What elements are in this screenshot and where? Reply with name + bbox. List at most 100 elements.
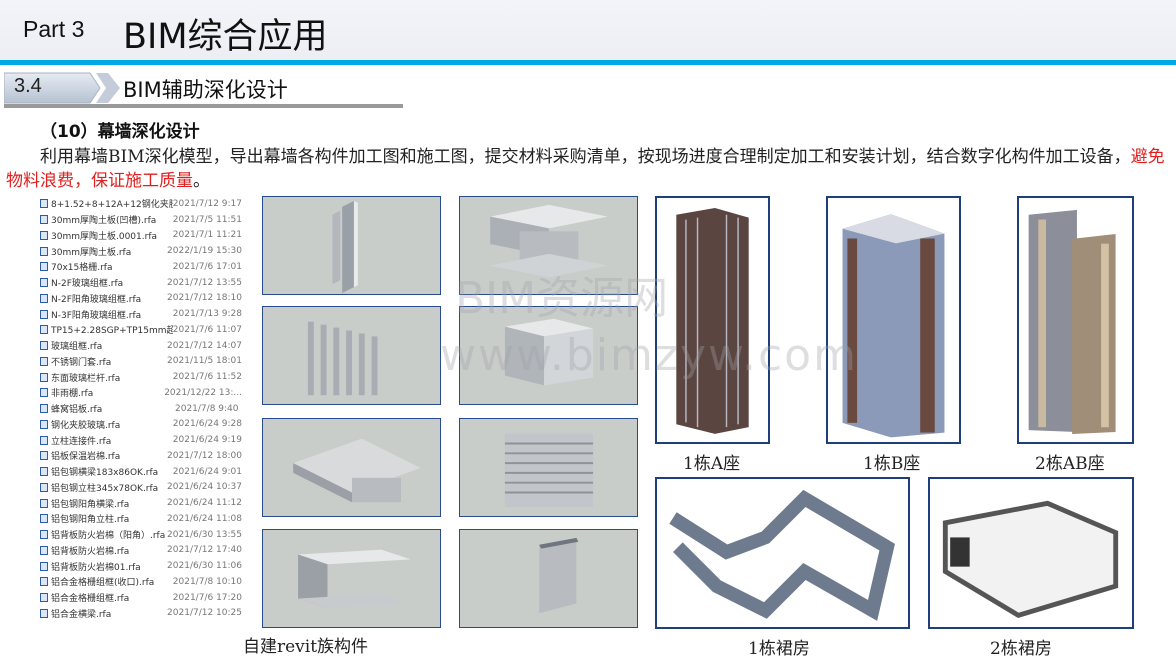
rfa-file-icon [40,577,48,587]
component-thumbnail-channel [459,196,638,295]
rfa-file-icon [40,608,48,618]
file-date: 2021/6/30 11:06 [167,561,242,572]
file-date: 2021/7/6 17:01 [172,261,242,272]
podium-1-caption: 1栋裙房 [748,639,810,659]
file-date: 2021/7/8 9:40 [175,403,239,414]
section-number: 3.4 [14,75,42,97]
description-paragraph: 利用幕墙BIM深化模型，导出幕墙各构件加工图和施工图，提交材料采购清单，按现场进… [6,145,1166,193]
file-date: 2021/7/12 10:25 [167,608,242,619]
rfa-file-icon [40,561,48,571]
file-name: 铝合金格栅组框(收口).rfa [51,578,155,589]
file-name: 铝板保温岩棉.rfa [51,452,121,463]
file-date: 2021/7/12 17:40 [167,545,242,556]
rfa-file-icon [40,278,48,288]
file-date: 2021/6/24 11:08 [167,513,242,524]
file-name: 蜂窝铝板.rfa [51,405,103,416]
file-name: 立柱连接件.rfa [51,436,112,447]
header-divider [0,60,1176,65]
file-name: 不锈钢门套.rfa [51,357,112,368]
file-name: 铝背板防火岩棉（阳角）.rfa [51,531,166,542]
file-name: 铝包钢立柱345x78OK.rfa [51,483,159,494]
component-thumbnail-c-frame [262,529,441,628]
component-thumbnail-fins [262,306,441,405]
file-row[interactable]: 8+1.52+8+12A+12钢化夹胶...2021/7/12 9:17 [38,196,242,212]
component-thumbnail-canopy [262,418,441,517]
file-name: 70x15格栅.rfa [51,263,113,274]
rfa-file-icon [40,341,48,351]
rfa-file-icon [40,545,48,555]
rfa-file-icon [40,230,48,240]
rfa-file-icon [40,404,48,414]
file-name: 8+1.52+8+12A+12钢化夹胶... [51,200,173,211]
file-date: 2021/6/24 11:12 [167,498,242,509]
file-name: 玻璃组框.rfa [51,342,103,353]
rfa-file-icon [40,325,48,335]
file-name: 钢化夹胶玻璃.rfa [51,420,121,431]
file-name: N-2F阳角玻璃组框.rfa [51,294,142,305]
building-1a-caption: 1栋A座 [683,454,741,474]
file-date: 2021/7/12 18:00 [167,450,242,461]
file-row[interactable]: 铝包钢横梁183x86OK.rfa 2021/6/24 9:01 [38,464,242,480]
rfa-file-icon [40,388,48,398]
file-date: 2021/7/12 18:10 [167,293,242,304]
building-model-1b [826,196,961,444]
header-bar [0,0,1176,62]
file-date: 2021/6/24 9:01 [172,466,242,477]
file-name: 铝包钢横梁183x86OK.rfa [51,468,159,479]
podium-model-1 [655,477,910,629]
section-title: BIM辅助深化设计 [123,78,288,102]
component-thumbnail-louver [459,418,638,517]
file-row[interactable]: 30mm厚陶土板.0001.rfa 2021/7/1 11:21 [38,228,242,244]
section-underline [4,104,403,108]
component-thumbnail-glass-frame [459,529,638,628]
file-date: 2021/7/6 11:07 [172,324,242,335]
file-row[interactable]: N-2F玻璃组框.rfa 2021/7/12 13:55 [38,275,242,291]
file-row[interactable]: 铝背板防火岩棉01.rfa 2021/6/30 11:06 [38,558,242,574]
file-row[interactable]: TP15+2.28SGP+TP15mm超...2021/7/6 11:07 [38,322,242,338]
rfa-file-icon [40,498,48,508]
component-thumbnail-panel-block [459,306,638,405]
rfa-file-icon [40,246,48,256]
file-row[interactable]: 铝板保温岩棉.rfa 2021/7/12 18:00 [38,448,242,464]
file-row[interactable]: 70x15格栅.rfa 2021/7/6 17:01 [38,259,242,275]
file-date: 2021/7/12 13:55 [167,277,242,288]
file-name: 铝合金格栅组框.rfa [51,594,130,605]
file-name: N-3F阳角玻璃组框.rfa [51,310,142,321]
file-date: 2021/6/24 9:19 [172,435,242,446]
rfa-file-icon [40,262,48,272]
file-date: 2021/7/1 11:21 [172,230,242,241]
component-thumbnail-mullion [262,196,441,295]
file-date: 2021/7/12 9:17 [172,198,242,209]
file-date: 2021/7/6 11:52 [172,372,242,383]
rfa-file-icon [40,593,48,603]
file-row[interactable]: 蜂窝铝板.rfa 2021/7/8 9:40 [38,401,242,417]
file-row[interactable]: 立柱连接件.rfa 2021/6/24 9:19 [38,432,242,448]
file-name: 30mm厚陶土板.0001.rfa [51,231,157,242]
file-date: 2022/1/19 15:30 [167,246,242,257]
file-name: N-2F玻璃组框.rfa [51,279,124,290]
description-text: 利用幕墙BIM深化模型，导出幕墙各构件加工图和施工图，提交材料采购清单，按现场进… [40,147,1131,167]
components-caption: 自建revit族构件 [243,637,369,657]
watermark-url: www.bimzyw.com [440,330,858,381]
file-name: 铝背板防火岩棉01.rfa [51,562,141,573]
page-title: BIM综合应用 [123,17,328,57]
section-arrow-badge [4,72,120,104]
highlight-text: 避免物料浪费，保证施工质量 [6,147,1165,191]
file-row[interactable]: N-2F阳角玻璃组框.rfa 2021/7/12 18:10 [38,291,242,307]
